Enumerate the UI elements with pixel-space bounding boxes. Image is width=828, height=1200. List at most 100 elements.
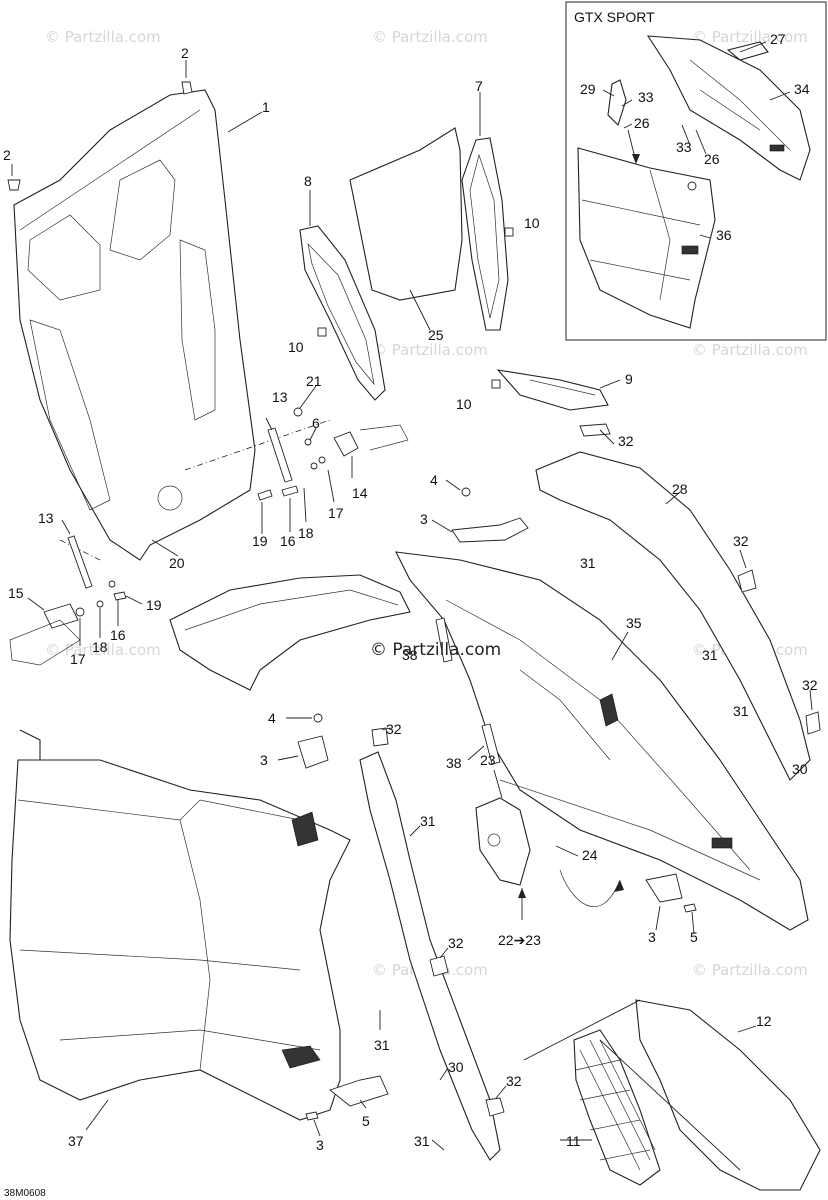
part-38-strip: [435, 617, 453, 663]
part-3-handle-right: [645, 873, 697, 935]
callout-label: 5: [362, 1113, 370, 1129]
callout-label: 37: [68, 1133, 84, 1149]
part-3-handle-lower: [277, 713, 329, 769]
callout-label: 8: [304, 173, 312, 189]
callout-label: 30: [448, 1059, 464, 1075]
callout-label: 10: [288, 339, 304, 355]
callout-label: 31: [414, 1133, 430, 1149]
callout-label: 21: [306, 373, 322, 389]
callout-label: 1: [262, 99, 270, 115]
callout-label: 24: [582, 847, 598, 863]
callout-label: 31: [420, 813, 436, 829]
part-10-clip: [317, 327, 327, 337]
callout-label: 32: [506, 1073, 522, 1089]
part-28-trim: [535, 423, 821, 781]
watermark: © Partzilla.com: [45, 641, 161, 659]
callout-label: 32: [802, 677, 818, 693]
callout-label: 17: [328, 505, 344, 521]
callout-label: 31: [733, 703, 749, 719]
callout-label: 16: [280, 533, 296, 549]
callout-label: 19: [252, 533, 268, 549]
callout-label: 18: [92, 639, 108, 655]
callout-label: 31: [580, 555, 596, 571]
callout-label: 13: [272, 389, 288, 405]
watermark: © Partzilla.com: [45, 28, 161, 46]
part-25-pad: [349, 127, 463, 301]
callout-label: 32: [618, 433, 634, 449]
hardware-group-upper: [257, 385, 409, 534]
callout-label: 3: [648, 929, 656, 945]
callout-label: 25: [428, 327, 444, 343]
watermark: © Partzilla.com: [372, 341, 488, 359]
callout-label: 15: [8, 585, 24, 601]
part-35-side-panel: [395, 551, 809, 931]
callout-labels: 1 2 2 7 8 10 10 10 25 9 21 13 6 14 17 18…: [3, 31, 818, 1153]
callout-label: 12: [756, 1013, 772, 1029]
callout-label: 13: [38, 510, 54, 526]
callout-label: 11: [566, 1133, 581, 1149]
watermark: © Partzilla.com: [692, 961, 808, 979]
callout-label: 2: [181, 45, 189, 61]
watermark: © Partzilla.com: [692, 341, 808, 359]
callout-label: 3: [260, 752, 268, 768]
callout-label: 9: [625, 371, 633, 387]
callout-label: 7: [475, 78, 483, 94]
drawing-code: 38M0608: [4, 1188, 46, 1199]
part-10-clip: [504, 227, 514, 237]
callout-label: 10: [456, 396, 472, 412]
callout-label: 10: [524, 215, 540, 231]
callout-label: 35: [626, 615, 642, 631]
callout-label: 26: [704, 151, 720, 167]
part-23-bracket: [475, 769, 579, 920]
callout-label: 32: [386, 721, 402, 737]
callout-label: 4: [430, 472, 438, 488]
watermark: © Partzilla.com: [692, 28, 808, 46]
part-3-handle-upper: [431, 479, 529, 543]
callout-label: 18: [298, 525, 314, 541]
callout-label: 28: [672, 481, 688, 497]
part-1-upper-panel: [13, 89, 331, 561]
callout-label: 34: [794, 81, 810, 97]
callout-label: 33: [638, 89, 654, 105]
watermark: © Partzilla.com: [372, 28, 488, 46]
center-watermark: © Partzilla.com: [370, 640, 501, 660]
part-5-handle: [305, 1075, 389, 1137]
part-frame-center: [169, 574, 411, 691]
callout-label: 5: [690, 929, 698, 945]
part-30-trim-lower: [359, 727, 507, 1161]
part-2-pin: [7, 179, 21, 191]
callout-label: 32: [733, 533, 749, 549]
callout-label: 31: [702, 647, 718, 663]
callout-label: 17: [70, 651, 86, 667]
callout-label: 29: [580, 81, 596, 97]
part-9-vent: [496, 369, 609, 411]
callout-label: 14: [352, 485, 368, 501]
part-38-strip: [481, 723, 501, 765]
callout-label: 6: [312, 415, 320, 431]
callout-label: 38: [446, 755, 462, 771]
callout-label: 16: [110, 627, 126, 643]
callout-label: 27: [770, 31, 786, 47]
part-10-clip: [491, 379, 501, 389]
part-2-clip: [181, 81, 193, 95]
callout-label: 19: [146, 597, 162, 613]
callout-label: 32: [448, 935, 464, 951]
callout-label: 38: [402, 647, 418, 663]
part-8-grille: [299, 190, 386, 401]
part-37-lower-panel: [9, 729, 351, 1131]
callout-label: 3: [420, 511, 428, 527]
callout-label: 22➔23: [498, 932, 541, 948]
callout-label: 20: [169, 555, 185, 571]
hardware-group-lower: [9, 519, 179, 666]
callout-label: 33: [676, 139, 692, 155]
callout-label: 31: [374, 1037, 390, 1053]
callout-label: 26: [634, 115, 650, 131]
callout-label: 30: [792, 761, 808, 777]
callout-label: 23: [480, 752, 496, 768]
foam-parts: [523, 869, 821, 1191]
callout-label: 3: [316, 1137, 324, 1153]
callout-label: 36: [716, 227, 732, 243]
gtx-sport-inset: GTX SPORT: [565, 1, 827, 341]
inset-title: GTX SPORT: [574, 9, 655, 25]
